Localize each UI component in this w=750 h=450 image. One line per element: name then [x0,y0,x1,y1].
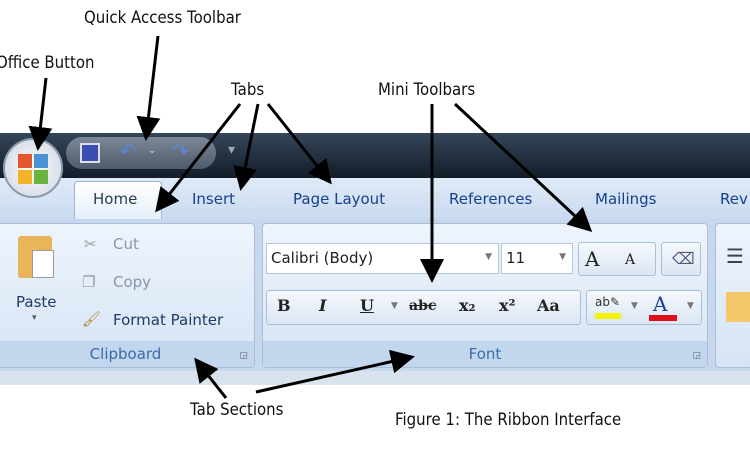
clear-formatting-button[interactable]: ⌫ [661,242,701,276]
color-toolbar: ab✎ ▼ A ▼ [586,290,702,325]
tab-review[interactable]: Rev [720,190,748,208]
tab-insert[interactable]: Insert [192,190,236,208]
customize-qat-icon[interactable]: ▾ [228,142,236,158]
font-size-select[interactable]: 11 ▼ [501,243,573,274]
paste-label[interactable]: Paste [16,293,57,311]
undo-dropdown-icon[interactable]: ⌄ [148,145,157,156]
dialog-launcher-icon[interactable]: ◲ [692,351,701,361]
tab-references[interactable]: References [449,190,533,208]
underline-button[interactable]: U [360,296,374,315]
quick-access-toolbar: ↶ ⌄ ↷ [66,137,216,169]
format-painter-button[interactable]: Format Painter [113,311,224,329]
tab-page-layout[interactable]: Page Layout [293,190,386,208]
label-office-button: Office Button [0,53,95,73]
redo-icon[interactable]: ↷ [172,139,189,163]
chevron-down-icon[interactable]: ▼ [687,301,694,311]
label-tab-sections: Tab Sections [190,400,284,420]
grow-font-button[interactable]: A [585,247,600,271]
subscript-button[interactable]: x₂ [459,296,476,315]
paper-icon [32,250,54,278]
font-color-swatch [649,315,677,321]
save-icon[interactable] [80,143,100,163]
chevron-down-icon: ▼ [485,252,492,262]
bullets-icon[interactable]: ☰ [726,244,744,268]
grow-shrink-group: A A [578,242,656,276]
office-logo-icon-part [18,170,32,184]
clipboard-group-label: Clipboard [0,341,254,367]
cut-icon: ✂ [84,235,97,253]
figure-caption: Figure 1: The Ribbon Interface [395,410,622,430]
chevron-down-icon: ▼ [559,252,566,262]
format-toolbar: B I U ▼ abc x₂ x² Aa [266,290,581,325]
copy-icon: ❐ [82,273,96,291]
label-tabs: Tabs [231,80,265,100]
label-quick-access-toolbar: Quick Access Toolbar [84,8,241,28]
font-name-value: Calibri (Body) [271,249,374,267]
label-mini-toolbars: Mini Toolbars [378,80,476,100]
copy-button[interactable]: Copy [113,273,152,291]
office-button[interactable] [3,138,63,198]
tab-home-bg [74,181,162,221]
undo-icon[interactable]: ↶ [120,139,137,163]
cut-button[interactable]: Cut [113,235,139,253]
ruler-strip [0,371,750,385]
change-case-button[interactable]: Aa [537,296,560,315]
dialog-launcher-icon[interactable]: ◲ [239,351,248,361]
shading-icon[interactable] [726,292,750,322]
eraser-icon: ⌫ [672,249,695,268]
highlight-button[interactable]: ab✎ [595,295,621,309]
paste-dropdown-icon[interactable]: ▾ [32,313,37,323]
office-logo-icon-part [34,170,48,184]
highlight-color-swatch [595,313,621,319]
office-logo-icon [18,154,32,168]
format-painter-icon: 🖌 [82,310,102,328]
paste-button[interactable] [18,232,60,282]
underline-dropdown-icon[interactable]: ▼ [391,301,398,311]
strikethrough-button[interactable]: abc [409,298,437,314]
arrow-qat [136,35,161,141]
italic-button[interactable]: I [319,296,327,315]
bold-button[interactable]: B [277,296,291,315]
tab-home[interactable]: Home [93,190,138,208]
font-group-label: Font [263,341,707,367]
font-color-button[interactable]: A [653,292,668,316]
chevron-down-icon[interactable]: ▼ [631,301,638,311]
shrink-font-button[interactable]: A [625,252,636,268]
tab-mailings[interactable]: Mailings [595,190,657,208]
office-logo-icon-part [34,154,48,168]
superscript-button[interactable]: x² [499,296,516,315]
font-size-value: 11 [506,249,526,267]
font-name-select[interactable]: Calibri (Body) ▼ [266,243,499,274]
